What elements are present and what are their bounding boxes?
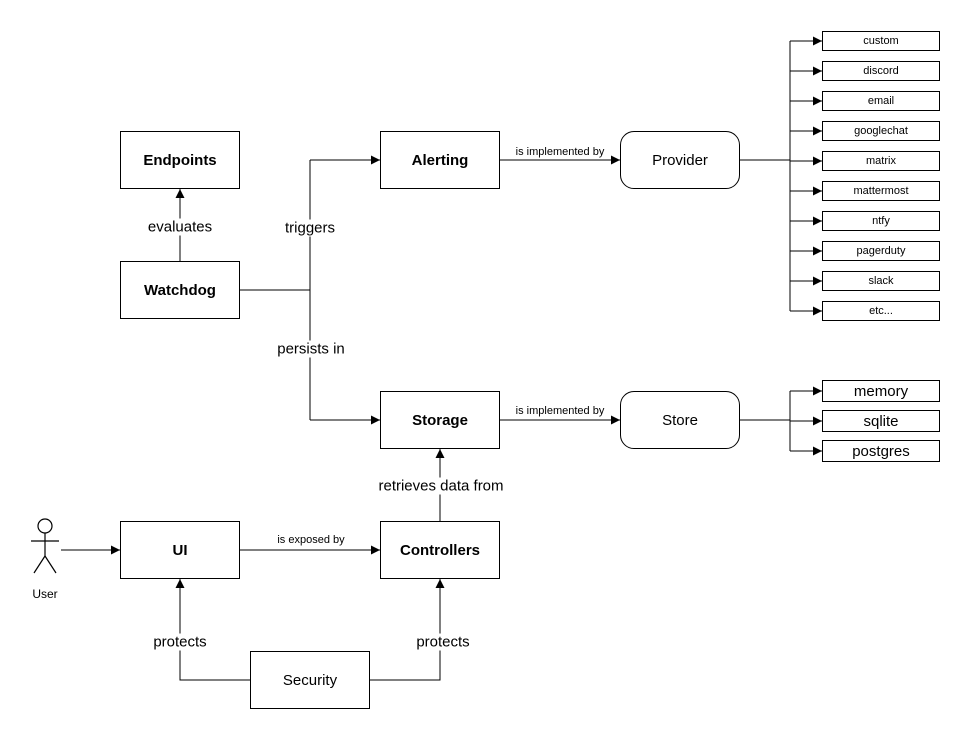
node-endpoints: Endpoints (120, 131, 240, 189)
node-controllers: Controllers (380, 521, 500, 579)
edge-label-is-exposed-by: is exposed by (274, 534, 348, 546)
edge-label-alerting-implemented-by: is implemented by (512, 146, 608, 158)
node-provider: Provider (620, 131, 740, 189)
node-provider-target-custom: custom (822, 31, 940, 51)
edge-label-storage-implemented-by: is implemented by (512, 405, 608, 417)
node-alerting: Alerting (380, 131, 500, 189)
user-actor-label: User (32, 587, 58, 601)
node-provider-target-slack: slack (822, 271, 940, 291)
edge-security-controllers (370, 579, 445, 681)
node-provider-target-etc: etc... (822, 301, 940, 321)
node-watchdog: Watchdog (120, 261, 240, 319)
node-store: Store (620, 391, 740, 449)
node-provider-target-discord: discord (822, 61, 940, 81)
node-security: Security (250, 651, 370, 709)
node-storage: Storage (380, 391, 500, 449)
node-provider-target-ntfy: ntfy (822, 211, 940, 231)
node-provider-target-mattermost: mattermost (822, 181, 940, 201)
edge-label-protects-ui: protects (150, 633, 210, 651)
node-provider-target-email: email (822, 91, 940, 111)
edge-label-protects-controllers: protects (413, 633, 473, 651)
node-provider-target-googlechat: googlechat (822, 121, 940, 141)
edge-security-ui (175, 579, 250, 681)
node-store-target-memory: memory (822, 380, 940, 402)
edge-label-evaluates: evaluates (144, 218, 216, 236)
edge-label-triggers: triggers (281, 219, 339, 237)
node-provider-target-pagerduty: pagerduty (822, 241, 940, 261)
user-actor-icon (31, 518, 59, 574)
edge-label-persists-in: persists in (274, 340, 348, 358)
node-store-target-sqlite: sqlite (822, 410, 940, 432)
edge-label-retrieves-data-from: retrieves data from (375, 477, 507, 495)
node-provider-target-matrix: matrix (822, 151, 940, 171)
node-store-target-postgres: postgres (822, 440, 940, 462)
node-ui: UI (120, 521, 240, 579)
